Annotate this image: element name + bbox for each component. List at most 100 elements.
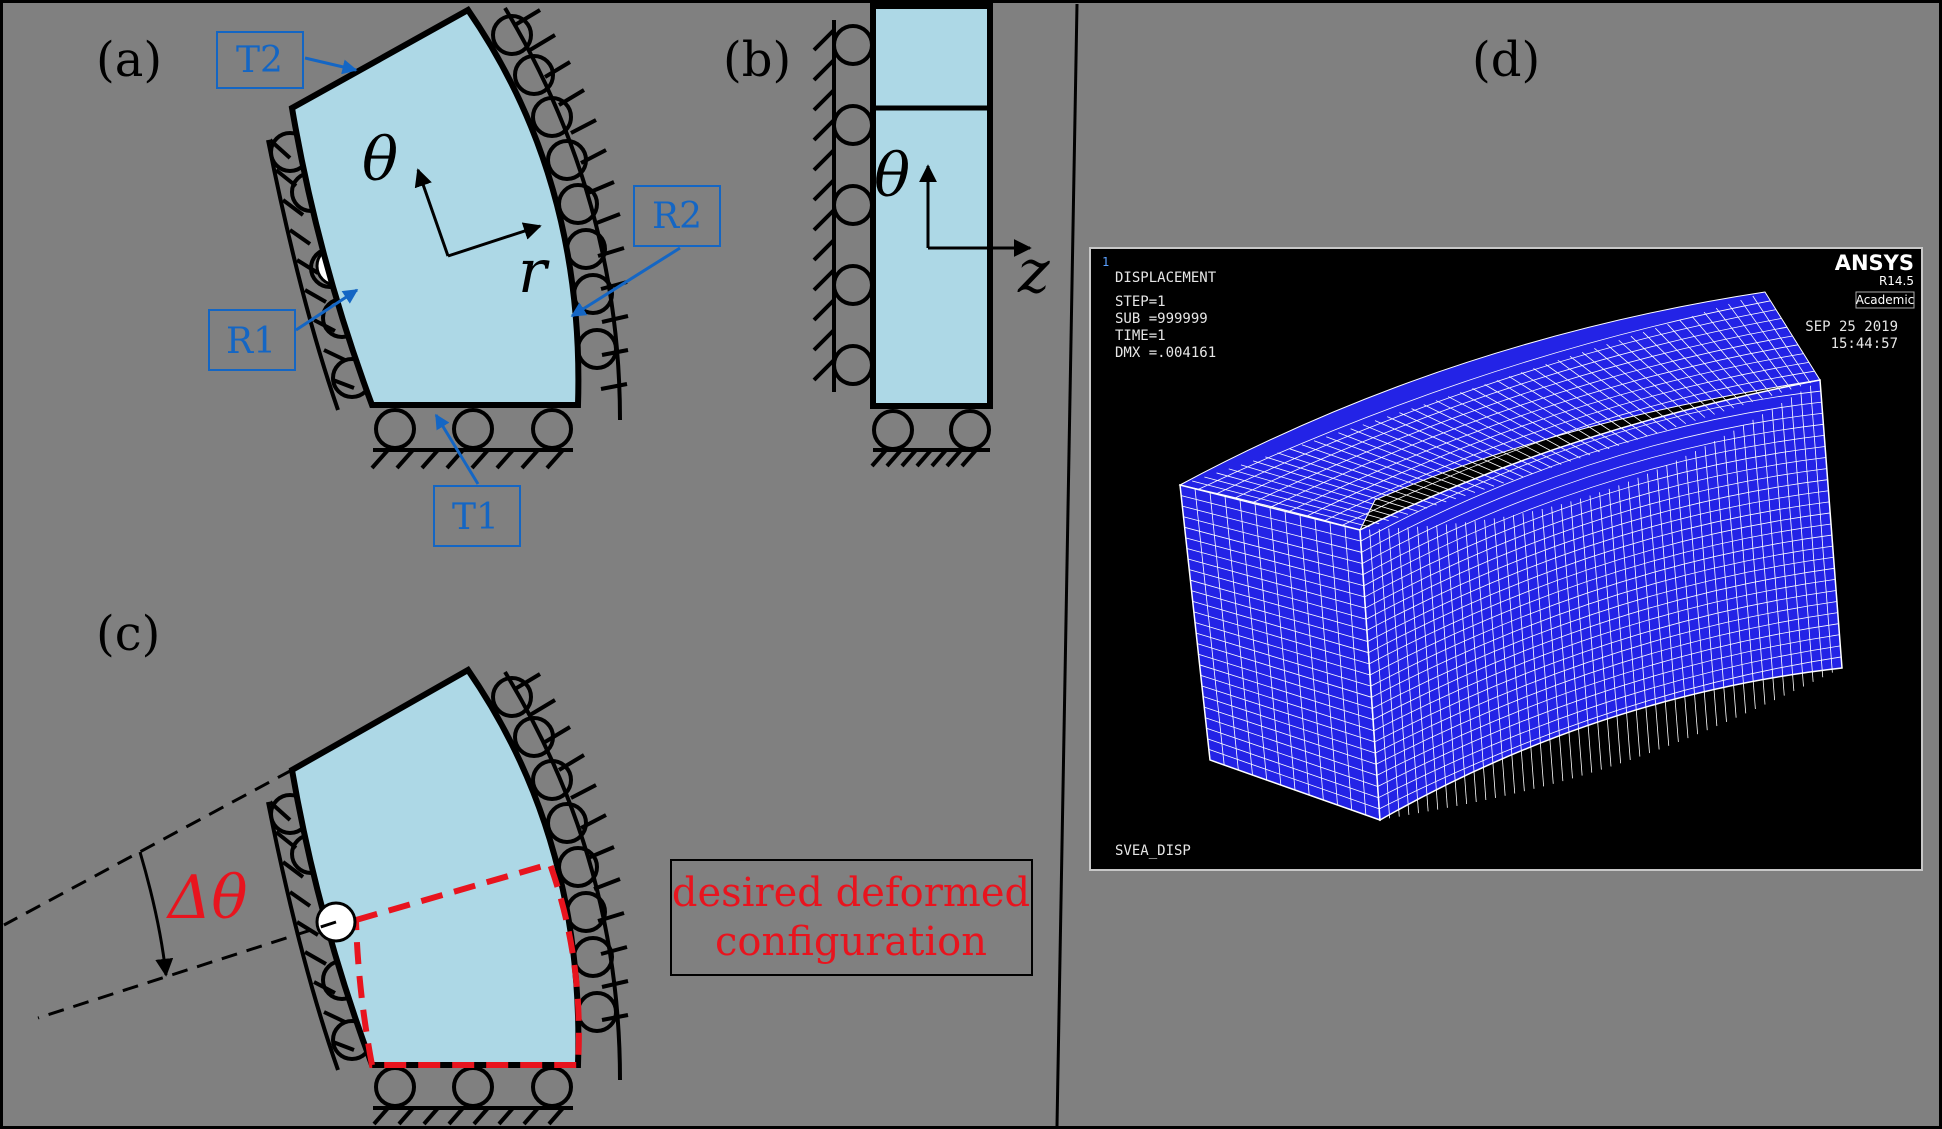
mesh-line-side-horizontal: [1368, 501, 1830, 654]
wall-hatch-b-bottom: [870, 448, 990, 468]
mesh-line-front-horizontal: [1187, 558, 1366, 609]
mesh-line-top-transverse: [1228, 468, 1399, 518]
mesh-line-top-longitudinal: [1305, 353, 1804, 517]
mesh-line-front-horizontal: [1184, 526, 1364, 576]
mesh-line-front-horizontal: [1185, 537, 1364, 587]
mesh-line-side-horizontal: [1376, 623, 1839, 776]
legend-line-1: desired deformed: [672, 870, 1030, 916]
mesh-line-side-vertical: [1493, 518, 1516, 794]
panel-d-label: (d): [1472, 32, 1540, 88]
mesh-line-side-horizontal: [1365, 468, 1827, 620]
mesh-line-top-transverse: [1240, 464, 1409, 515]
mesh-line-top-transverse: [1301, 444, 1456, 500]
mesh-line-side-vertical: [1752, 419, 1776, 701]
mesh-line-top-transverse: [1374, 420, 1514, 481]
label-T2: T2: [236, 40, 283, 81]
mesh-line-top-transverse: [1618, 339, 1706, 418]
label-T1: T1: [452, 497, 499, 538]
mesh-line-side-vertical: [1426, 526, 1448, 808]
ansys-dmx: DMX =.004161: [1115, 345, 1216, 361]
theta-symbol-b: θ: [874, 141, 910, 211]
mesh-line-side-vertical: [1656, 469, 1679, 743]
mesh-line-top-transverse: [1581, 351, 1677, 428]
theta-axis-arrow-a: [414, 168, 450, 257]
mesh-line-top-transverse: [1521, 372, 1629, 443]
mesh-line-top-transverse: [1460, 392, 1581, 459]
ansys-version: R14.5: [1879, 274, 1914, 288]
mesh-line-side-vertical: [1417, 526, 1439, 810]
mesh-line-top-transverse: [1204, 476, 1380, 525]
mesh-line-side-vertical: [1465, 522, 1487, 801]
mesh-line-front-horizontal: [1199, 664, 1374, 720]
mesh-line-front-horizontal: [1193, 611, 1370, 665]
ansys-window-number: 1: [1102, 255, 1109, 269]
ansys-date: SEP 25 2019: [1805, 319, 1898, 335]
mesh-line-side-vertical: [1532, 511, 1554, 784]
ansys-footer: SVEA_DISP: [1115, 843, 1191, 859]
mesh-line-side-horizontal: [1372, 556, 1834, 709]
mesh-line-front-horizontal: [1206, 727, 1378, 787]
label-box-R2: [633, 185, 721, 247]
mesh-line-top-transverse: [1423, 404, 1552, 468]
mesh-line-front-horizontal: [1197, 643, 1372, 698]
mesh-line-side-horizontal: [1364, 446, 1826, 598]
label-R2: R2: [652, 196, 702, 237]
legend-box: [670, 859, 1033, 976]
panel-d: (d) 1 DISPLACEMENT STEP=1 SUB =999999 TI…: [1089, 32, 1923, 871]
mesh-line-top-transverse: [1484, 384, 1600, 453]
panel-b: (b) θ z: [723, 3, 1050, 468]
mesh-line-side-vertical: [1762, 414, 1785, 696]
mesh-line-side-vertical: [1599, 492, 1622, 764]
mesh-line-top-transverse: [1655, 327, 1735, 409]
mesh-line-top-transverse: [1752, 295, 1811, 384]
mesh-line-side-vertical: [1397, 527, 1419, 814]
mesh-line-side-vertical: [1781, 402, 1804, 687]
mesh-line-front-horizontal: [1190, 579, 1368, 631]
delta-theta-symbol: Δθ: [166, 863, 247, 933]
ansys-time: TIME=1: [1115, 328, 1166, 344]
delta-theta-arc: [138, 851, 174, 977]
mesh-line-top-transverse: [1265, 456, 1428, 509]
mesh-line-top-transverse: [1606, 343, 1696, 421]
mesh-line-top-transverse: [1362, 424, 1504, 484]
mesh-line-side-vertical: [1570, 501, 1593, 773]
mesh-line-side-horizontal: [1366, 479, 1828, 631]
mesh-line-side-vertical: [1704, 446, 1727, 722]
mesh-line-front-horizontal: [1181, 495, 1361, 542]
mesh-line-side-horizontal: [1378, 645, 1841, 799]
mesh-line-side-horizontal: [1367, 490, 1829, 642]
mesh-line-front-horizontal: [1201, 685, 1375, 743]
rollers-b-left: [832, 24, 874, 386]
mesh-line-top-transverse: [1277, 452, 1437, 506]
r-axis-arrow-a: [447, 222, 542, 258]
mesh-line-side-vertical: [1560, 504, 1583, 776]
label-box-R1: [208, 309, 296, 371]
rollers-b-bottom: [872, 409, 991, 451]
mesh-line-top-transverse: [1728, 303, 1792, 390]
mesh-line-side-vertical: [1771, 408, 1795, 692]
mesh-line-top-transverse: [1557, 360, 1658, 434]
mesh-line-top-longitudinal: [1323, 362, 1810, 522]
z-symbol-b: z: [1017, 237, 1050, 307]
mesh-line-side-vertical: [1474, 521, 1496, 798]
body-undeformed-a: [288, 6, 582, 408]
wall-hatch-bottom-c: [372, 1106, 573, 1126]
mesh-line-side-vertical: [1436, 525, 1458, 806]
ansys-clock: 15:44:57: [1831, 336, 1898, 352]
mesh-line-front-horizontal: [1186, 548, 1365, 598]
mesh-line-side-horizontal: [1363, 434, 1825, 587]
body-side-view-b: [870, 3, 993, 409]
ansys-step: STEP=1: [1115, 294, 1166, 310]
rollers-bottom-c: [374, 1066, 573, 1108]
mesh-line-side-vertical: [1589, 495, 1612, 767]
panel-b-label: (b): [723, 32, 791, 88]
mesh-line-front-horizontal: [1207, 738, 1379, 799]
r-symbol-a: r: [518, 237, 550, 307]
mesh-line-top-longitudinal: [1233, 318, 1782, 499]
mesh-line-front-horizontal: [1191, 590, 1368, 642]
rollers-bottom: [374, 408, 573, 450]
mesh-line-side-vertical: [1637, 477, 1660, 750]
mesh-line-top-longitudinal: [1215, 309, 1777, 495]
mesh-line-front-horizontal: [1204, 706, 1377, 765]
ansys-edition: Academic: [1856, 293, 1915, 307]
